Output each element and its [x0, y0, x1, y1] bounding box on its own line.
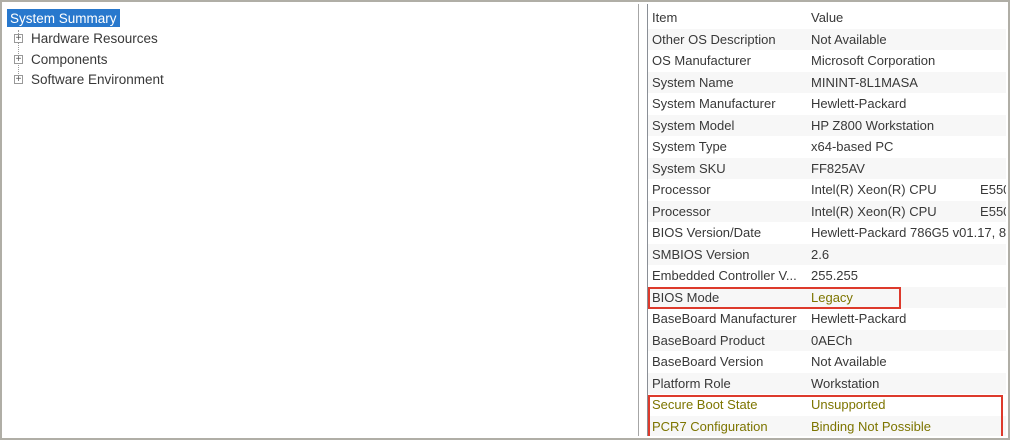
column-header-value[interactable]: Value [811, 10, 844, 25]
table-row[interactable]: System SKU FF825AV [648, 157, 1006, 179]
table-row[interactable]: BIOS Mode Legacy [648, 286, 1006, 308]
item-cell: Other OS Description [652, 31, 776, 47]
value-cell: 0AECh [811, 332, 853, 348]
value-cell: 255.255 [811, 268, 858, 283]
value-cell: 2.6 [811, 246, 830, 262]
value-cell: Legacy [811, 289, 853, 305]
tree-item-label: Hardware Resources [31, 31, 158, 47]
table-row[interactable]: BaseBoard Product 0AECh [648, 329, 1006, 351]
table-row[interactable]: Other OS Description Not Available [648, 28, 1006, 50]
value-cell: Workstation [811, 375, 880, 391]
tree-item[interactable]: + Software Environment [4, 70, 638, 91]
value-cell: Not Available [811, 31, 887, 47]
tree-item[interactable]: System Summary [4, 8, 638, 29]
item-cell: PCR7 Configuration [652, 418, 768, 434]
category-tree-panel: System Summary + Hardware Resources + Co… [4, 4, 639, 436]
table-row[interactable]: BaseBoard Version Not Available [648, 351, 1006, 373]
item-cell: BaseBoard Product [652, 332, 765, 348]
value-cell: Hewlett-Packard 786G5 v01.17, 8/ [811, 225, 1006, 240]
item-cell: SMBIOS Version [652, 246, 750, 262]
value-cell: Microsoft Corporation [811, 53, 936, 68]
list-rows: Other OS Description Not Available OS Ma… [648, 28, 1006, 436]
item-cell: Processor [652, 203, 711, 219]
item-cell: Embedded Controller V... [652, 268, 797, 283]
table-row[interactable]: Processor Intel(R) Xeon(R) CPU E5506 [648, 200, 1006, 222]
details-list-panel: Item Value Other OS Description Not Avai… [647, 4, 1006, 436]
value-cell: MININT-8L1MASA [811, 74, 918, 90]
expand-plus-icon[interactable]: + [14, 53, 23, 65]
value-cell: x64-based PC [811, 139, 894, 154]
list-header: Item Value [648, 7, 1006, 29]
item-cell: BIOS Mode [652, 289, 720, 305]
expand-plus-icon[interactable]: + [14, 33, 23, 45]
value-cell: FF825AV [811, 160, 865, 176]
expand-plus-icon[interactable]: + [14, 74, 23, 86]
item-cell: Secure Boot State [652, 397, 758, 412]
value-cell: Binding Not Possible [811, 418, 931, 434]
table-row[interactable]: Processor Intel(R) Xeon(R) CPU E5506 [648, 179, 1006, 201]
item-cell: System SKU [652, 160, 726, 176]
tree-item-label: Components [31, 51, 108, 67]
item-cell: Processor [652, 182, 711, 197]
table-row[interactable]: BaseBoard Manufacturer Hewlett-Packard [648, 308, 1006, 330]
table-row[interactable]: System Model HP Z800 Workstation [648, 114, 1006, 136]
value-cell: HP Z800 Workstation [811, 117, 935, 133]
table-row[interactable]: System Manufacturer Hewlett-Packard [648, 93, 1006, 115]
item-cell: Platform Role [652, 375, 731, 391]
table-row[interactable]: Platform Role Workstation [648, 372, 1006, 394]
column-header-item[interactable]: Item [652, 10, 678, 25]
item-cell: System Manufacturer [652, 96, 776, 111]
value-cell: Intel(R) Xeon(R) CPU E5506 [811, 182, 1006, 197]
tree-item[interactable]: + Hardware Resources [4, 29, 638, 50]
category-tree: System Summary + Hardware Resources + Co… [4, 8, 638, 90]
value-cell: Intel(R) Xeon(R) CPU E5506 [811, 203, 1006, 219]
tree-item[interactable]: + Components [4, 49, 638, 70]
value-cell: Hewlett-Packard [811, 311, 907, 326]
value-cell: Not Available [811, 354, 887, 369]
tree-item-label: System Summary [7, 9, 120, 28]
item-cell: System Name [652, 74, 734, 90]
table-row[interactable]: BIOS Version/Date Hewlett-Packard 786G5 … [648, 222, 1006, 244]
item-cell: System Model [652, 117, 735, 133]
item-cell: BaseBoard Version [652, 354, 764, 369]
item-cell: BIOS Version/Date [652, 225, 762, 240]
table-row[interactable]: Secure Boot State Unsupported [648, 394, 1006, 416]
table-row[interactable]: OS Manufacturer Microsoft Corporation [648, 50, 1006, 72]
table-row[interactable]: System Name MININT-8L1MASA [648, 71, 1006, 93]
value-cell: Hewlett-Packard [811, 96, 907, 111]
value-cell: Unsupported [811, 397, 886, 412]
item-cell: OS Manufacturer [652, 53, 751, 68]
item-cell: BaseBoard Manufacturer [652, 311, 797, 326]
item-cell: System Type [652, 139, 727, 154]
table-row[interactable]: Embedded Controller V... 255.255 [648, 265, 1006, 287]
table-row[interactable]: SMBIOS Version 2.6 [648, 243, 1006, 265]
tree-item-label: Software Environment [31, 72, 164, 88]
table-row[interactable]: System Type x64-based PC [648, 136, 1006, 158]
table-row[interactable]: PCR7 Configuration Binding Not Possible [648, 415, 1006, 436]
